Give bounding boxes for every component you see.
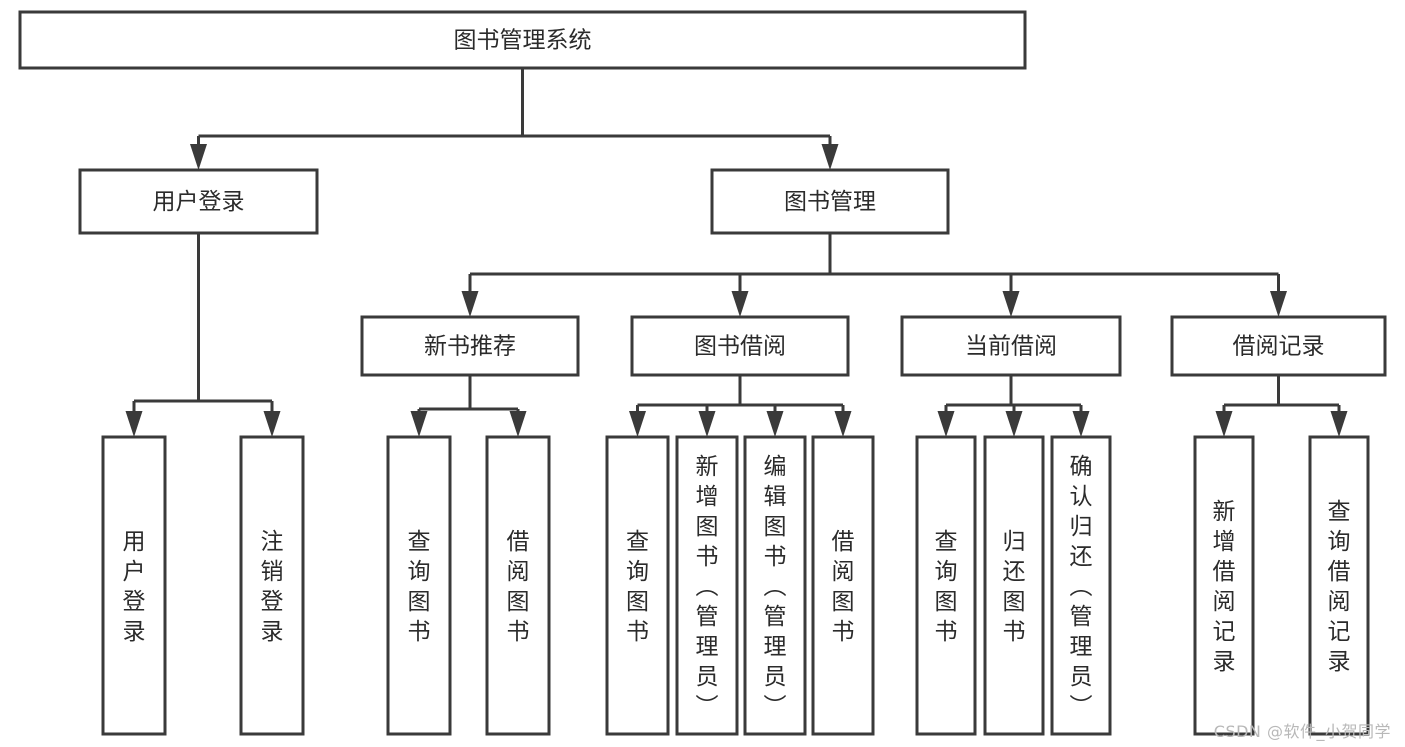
node-box <box>983 435 1045 736</box>
node-label: 当前借阅 <box>965 334 1057 360</box>
edge-layer <box>125 68 1348 437</box>
node-book-borrow[interactable]: 图书借阅 <box>630 315 850 377</box>
edge-arrowhead <box>766 411 784 437</box>
node-root[interactable]: 图书管理系统 <box>18 10 1027 70</box>
node-box <box>101 435 167 736</box>
edge-arrowhead <box>834 411 852 437</box>
node-box <box>485 435 551 736</box>
edge-arrowhead <box>461 291 479 317</box>
node-leaf-user-login[interactable]: 用户登录 <box>101 435 167 736</box>
node-label: 新书推荐 <box>424 334 516 360</box>
node-box <box>386 435 452 736</box>
node-box <box>900 315 1122 377</box>
edge-arrowhead <box>1072 411 1090 437</box>
node-label: 图书管理系统 <box>454 28 592 54</box>
node-leaf-logout[interactable]: 注销登录 <box>239 435 305 736</box>
node-leaf-add-book[interactable]: 新增图书︵管理员︶ <box>675 435 739 736</box>
edge-arrowhead <box>410 411 428 437</box>
node-new-book-rec[interactable]: 新书推荐 <box>360 315 580 377</box>
edge-arrowhead <box>937 411 955 437</box>
node-borrow-record[interactable]: 借阅记录 <box>1170 315 1387 377</box>
node-box <box>710 168 950 235</box>
node-label: 确认归还︵管理员︶ <box>1070 454 1093 720</box>
node-box <box>743 435 807 736</box>
edge-arrowhead <box>1215 411 1233 437</box>
edge-arrowhead <box>125 411 143 437</box>
edge-arrowhead <box>1005 411 1023 437</box>
node-box <box>18 10 1027 70</box>
node-label: 注销登录 <box>261 529 284 645</box>
node-label: 用户登录 <box>153 189 245 215</box>
node-leaf-return-book[interactable]: 归还图书 <box>983 435 1045 736</box>
node-box <box>915 435 977 736</box>
node-box <box>360 315 580 377</box>
node-leaf-edit-book[interactable]: 编辑图书︵管理员︶ <box>743 435 807 736</box>
node-label: 借阅图书 <box>832 529 855 645</box>
node-label: 查询图书 <box>408 529 431 645</box>
edge-arrowhead <box>629 411 646 437</box>
node-leaf-query-book-2[interactable]: 查询图书 <box>605 435 670 736</box>
node-box <box>1170 315 1387 377</box>
edge-arrowhead <box>190 144 207 170</box>
node-box <box>630 315 850 377</box>
edge-arrowhead <box>731 291 749 317</box>
node-book-manage[interactable]: 图书管理 <box>710 168 950 235</box>
edge-arrowhead <box>698 411 716 437</box>
node-label: 借阅图书 <box>507 529 530 645</box>
node-leaf-borrow-book-2[interactable]: 借阅图书 <box>811 435 875 736</box>
edge-arrowhead <box>1270 291 1287 317</box>
edge-arrowhead <box>1330 411 1348 437</box>
node-label: 图书借阅 <box>694 334 786 360</box>
node-label: 归还图书 <box>1003 529 1026 645</box>
csdn-watermark: CSDN @软件_小贺同学 <box>1213 722 1391 741</box>
edge-arrowhead <box>821 144 839 170</box>
node-label: 查询图书 <box>935 529 958 645</box>
node-box <box>1193 435 1255 736</box>
edge-arrowhead <box>509 411 527 437</box>
node-box <box>1308 435 1370 736</box>
node-label: 图书管理 <box>784 189 876 215</box>
node-leaf-borrow-book-1[interactable]: 借阅图书 <box>485 435 551 736</box>
node-label: 新增借阅记录 <box>1213 499 1236 675</box>
node-box <box>605 435 670 736</box>
node-label: 查询图书 <box>626 529 649 645</box>
node-leaf-query-book-1[interactable]: 查询图书 <box>386 435 452 736</box>
node-label: 用户登录 <box>123 529 146 645</box>
node-user-login[interactable]: 用户登录 <box>78 168 319 235</box>
node-leaf-add-record[interactable]: 新增借阅记录 <box>1193 435 1255 736</box>
node-layer: 图书管理系统用户登录图书管理新书推荐图书借阅当前借阅借阅记录用户登录注销登录查询… <box>18 10 1387 736</box>
node-box <box>1050 435 1112 736</box>
node-leaf-confirm-return[interactable]: 确认归还︵管理员︶ <box>1050 435 1112 736</box>
node-box <box>675 435 739 736</box>
node-leaf-query-book-3[interactable]: 查询图书 <box>915 435 977 736</box>
node-label: 借阅记录 <box>1233 334 1325 360</box>
node-current-borrow[interactable]: 当前借阅 <box>900 315 1122 377</box>
node-label: 查询借阅记录 <box>1328 499 1351 675</box>
node-box <box>239 435 305 736</box>
edge-arrowhead <box>1002 291 1020 317</box>
node-box <box>811 435 875 736</box>
node-label: 新增图书︵管理员︶ <box>696 454 719 720</box>
node-label: 编辑图书︵管理员︶ <box>764 454 787 720</box>
edge-arrowhead <box>263 411 281 437</box>
node-leaf-query-record[interactable]: 查询借阅记录 <box>1308 435 1370 736</box>
node-box <box>78 168 319 235</box>
